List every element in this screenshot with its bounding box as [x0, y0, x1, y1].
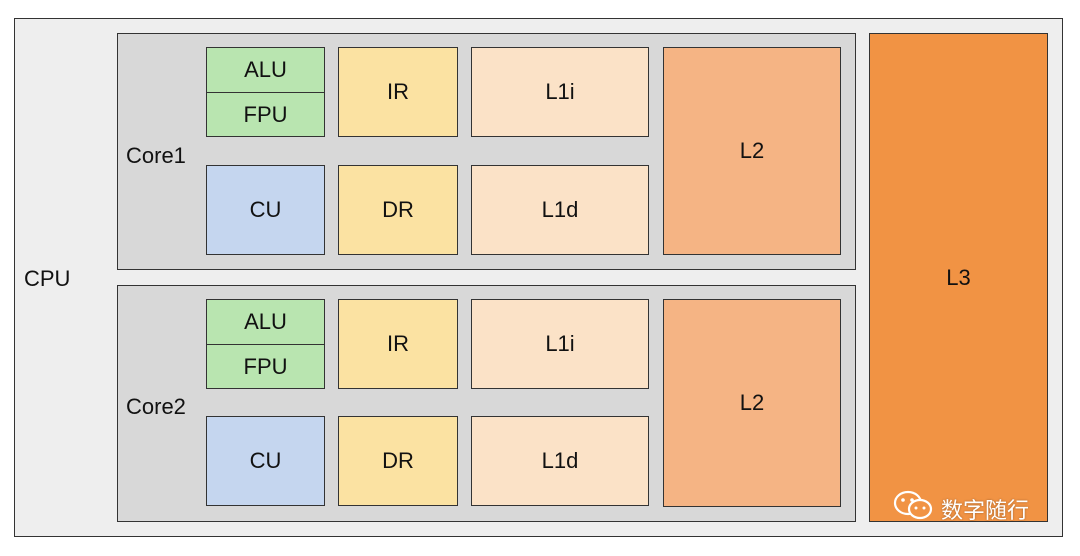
watermark: 数字随行: [893, 490, 1029, 528]
core1-l2: L2: [663, 47, 841, 255]
core1-ir: IR: [338, 47, 458, 137]
core1-l1d: L1d: [471, 165, 649, 255]
core1-alu: ALU: [206, 47, 325, 93]
watermark-text: 数字随行: [941, 499, 1030, 524]
core2-label: Core2: [126, 394, 186, 419]
core1-label: Core1: [126, 143, 186, 168]
core2-l1d: L1d: [471, 416, 649, 506]
core1-fpu: FPU: [206, 92, 325, 137]
core2-cu: CU: [206, 416, 325, 506]
core1-dr: DR: [338, 165, 458, 255]
cpu-label: CPU: [24, 266, 71, 291]
core2-l2: L2: [663, 299, 841, 507]
core2-dr: DR: [338, 416, 458, 506]
core1-l1i: L1i: [471, 47, 649, 137]
core2-fpu: FPU: [206, 344, 325, 389]
core1-cu: CU: [206, 165, 325, 255]
wechat-icon: [893, 490, 933, 528]
l3-cache: L3: [869, 33, 1048, 522]
core2-alu: ALU: [206, 299, 325, 345]
core2-ir: IR: [338, 299, 458, 389]
core2-l1i: L1i: [471, 299, 649, 389]
